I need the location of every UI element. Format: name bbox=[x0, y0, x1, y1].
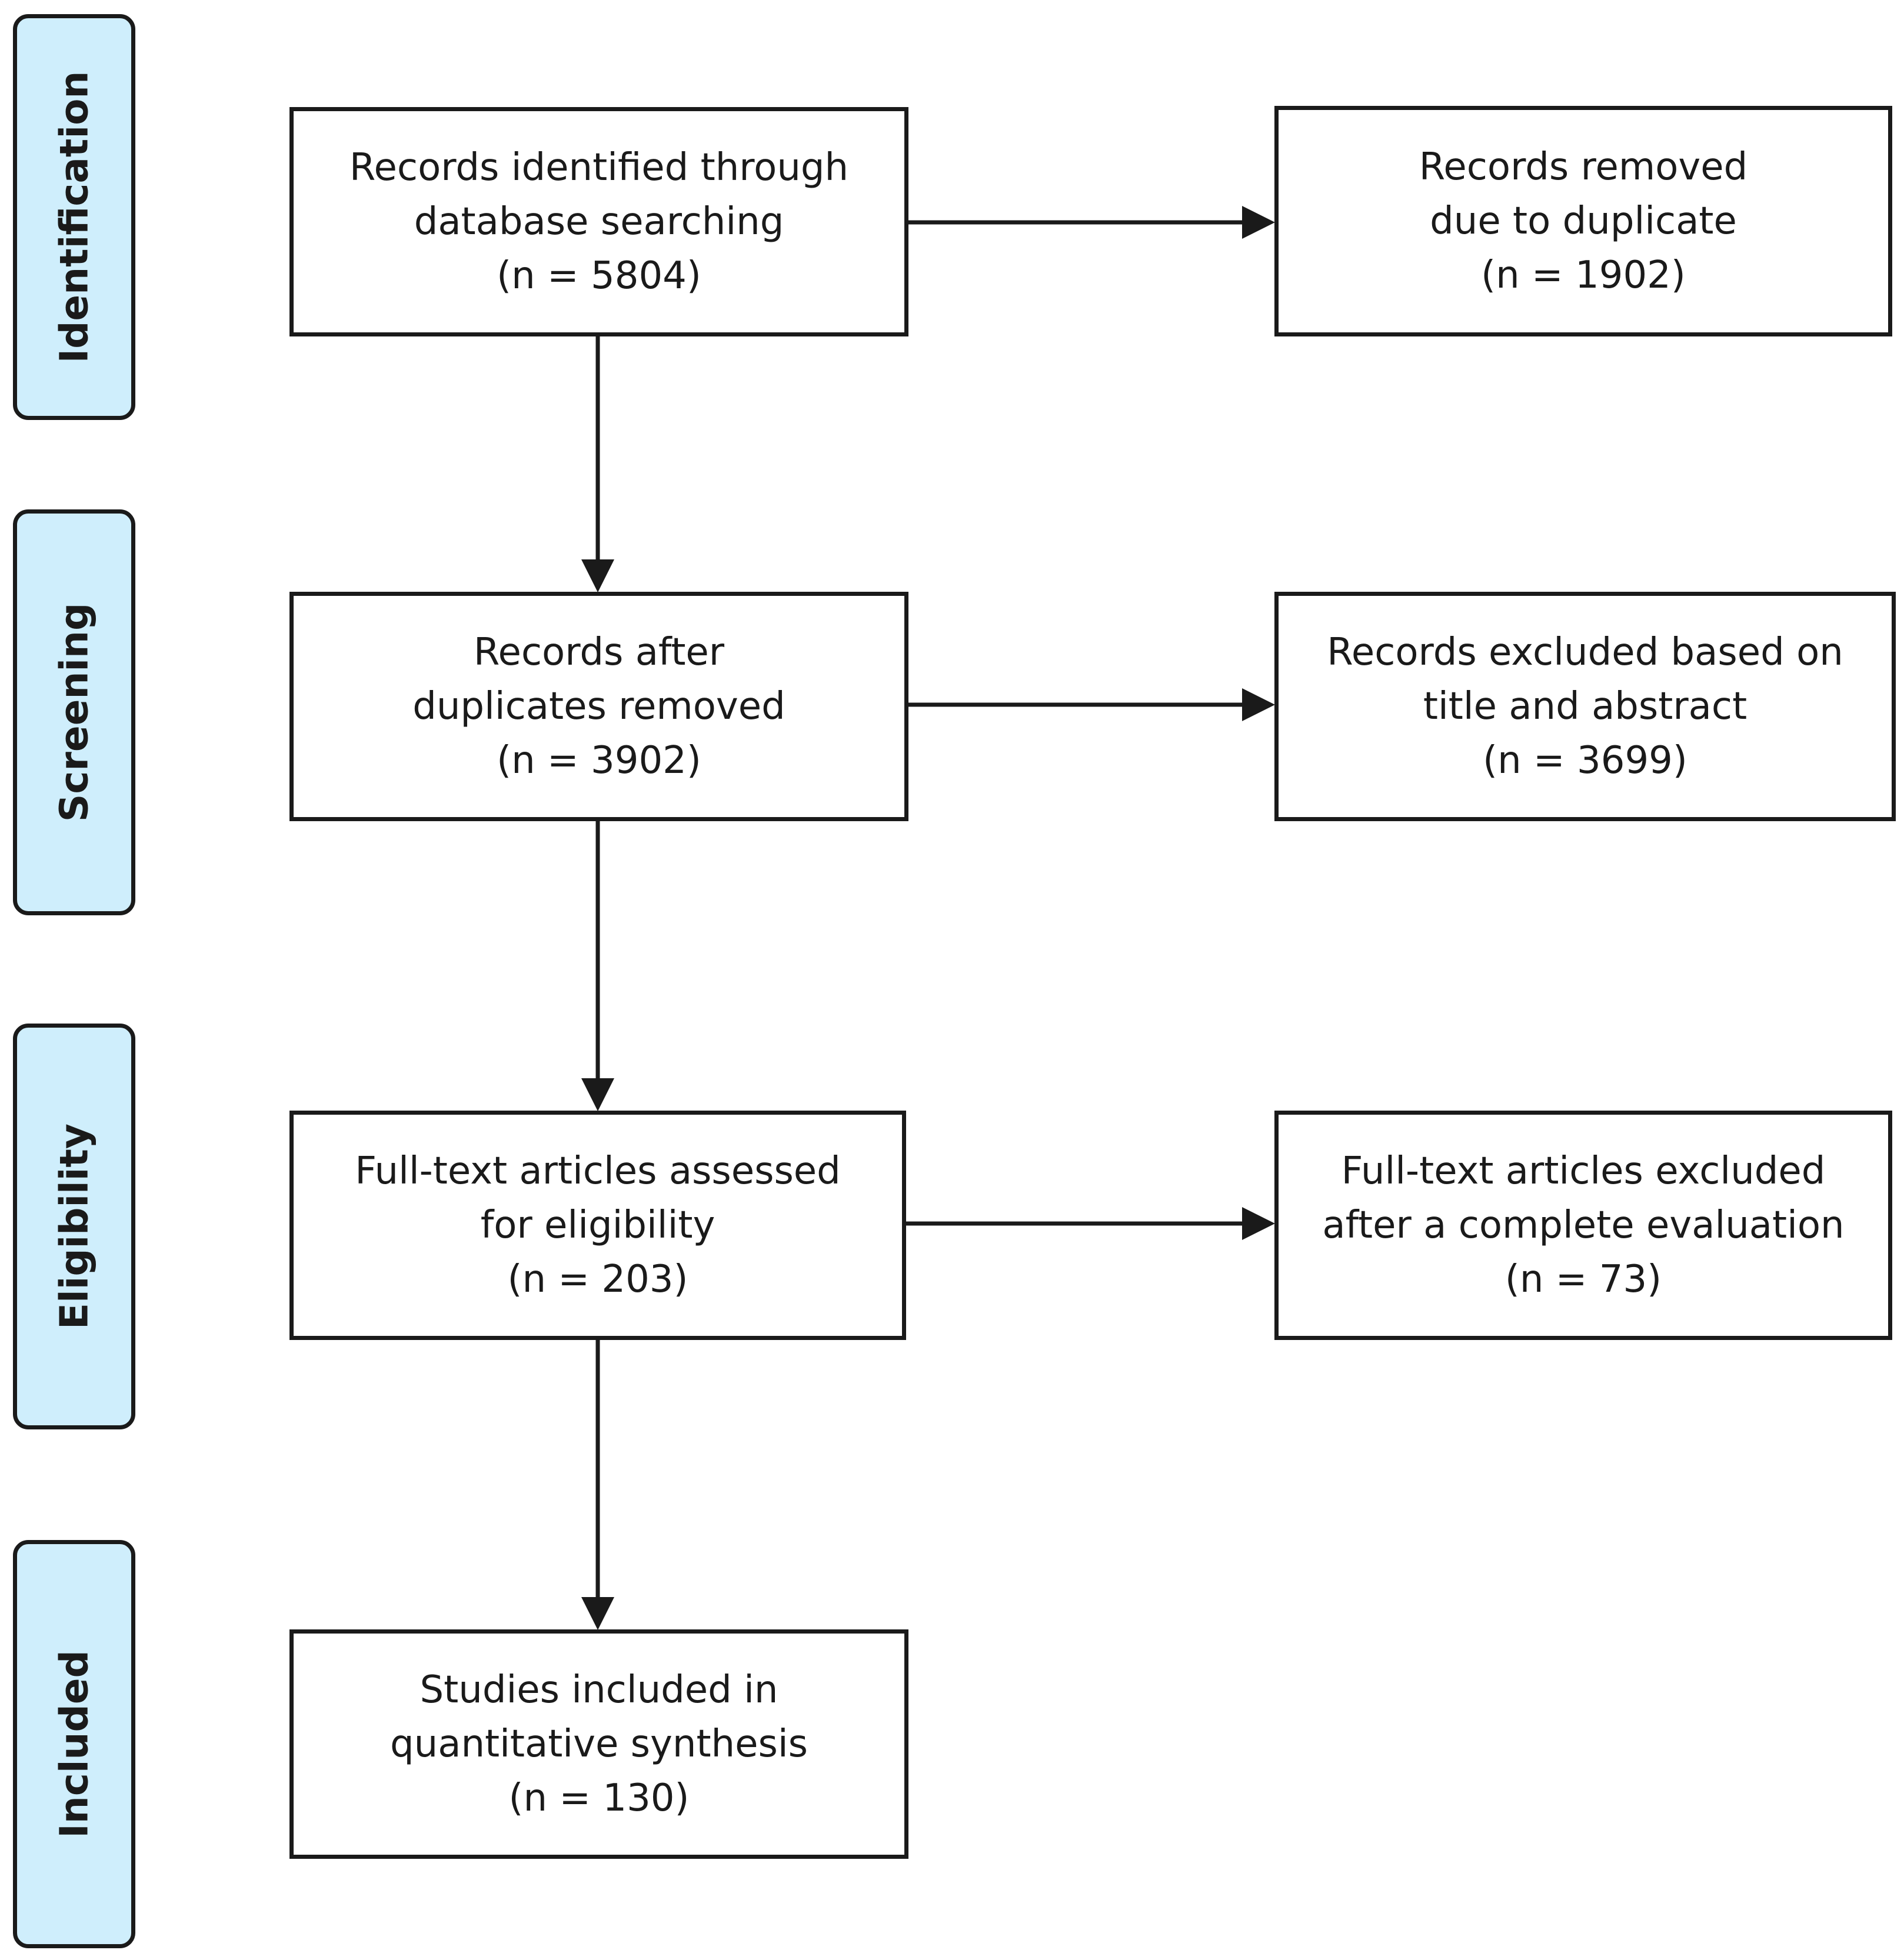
records-after-duplicates-line1: Records after bbox=[473, 631, 725, 674]
records-after-duplicates-line2: duplicates removed bbox=[412, 685, 785, 728]
records-removed-line1: Records removed bbox=[1419, 145, 1748, 189]
records-identified-line2: database searching bbox=[414, 200, 784, 244]
stage-screening: Screening bbox=[13, 509, 135, 915]
fulltext-assessed-count: (n = 203) bbox=[507, 1258, 688, 1301]
records-after-duplicates-box: Records after duplicates removed (n = 39… bbox=[289, 592, 908, 821]
studies-included-line2: quantitative synthesis bbox=[390, 1722, 808, 1766]
records-excluded-count: (n = 3699) bbox=[1483, 739, 1687, 782]
fulltext-assessed-line1: Full-text articles assessed bbox=[355, 1149, 841, 1193]
records-excluded-line2: title and abstract bbox=[1423, 685, 1747, 728]
stage-identification: Identification bbox=[13, 14, 135, 420]
fulltext-assessed-line2: for eligibility bbox=[480, 1204, 715, 1247]
fulltext-excluded-line2: after a complete evaluation bbox=[1322, 1204, 1845, 1247]
records-removed-count: (n = 1902) bbox=[1481, 254, 1686, 297]
records-removed-box: Records removed due to duplicate (n = 19… bbox=[1274, 106, 1892, 336]
records-identified-count: (n = 5804) bbox=[497, 254, 701, 298]
fulltext-excluded-line1: Full-text articles excluded bbox=[1341, 1149, 1826, 1193]
records-after-duplicates-count: (n = 3902) bbox=[497, 739, 701, 782]
fulltext-excluded-count: (n = 73) bbox=[1504, 1258, 1662, 1301]
records-removed-line2: due to duplicate bbox=[1430, 199, 1737, 243]
fulltext-assessed-box: Full-text articles assessed for eligibil… bbox=[289, 1111, 906, 1340]
records-identified-box: Records identified through database sear… bbox=[289, 107, 908, 336]
stage-eligibility: Eligibility bbox=[13, 1024, 135, 1429]
records-excluded-line1: Records excluded based on bbox=[1327, 631, 1843, 674]
fulltext-excluded-box: Full-text articles excluded after a comp… bbox=[1274, 1111, 1892, 1340]
records-identified-line1: Records identified through bbox=[349, 146, 849, 189]
studies-included-count: (n = 130) bbox=[508, 1776, 690, 1820]
stage-included: Included bbox=[13, 1540, 135, 1948]
studies-included-line1: Studies included in bbox=[420, 1668, 778, 1712]
studies-included-box: Studies included in quantitative synthes… bbox=[289, 1629, 908, 1859]
records-excluded-box: Records excluded based on title and abst… bbox=[1274, 592, 1896, 821]
